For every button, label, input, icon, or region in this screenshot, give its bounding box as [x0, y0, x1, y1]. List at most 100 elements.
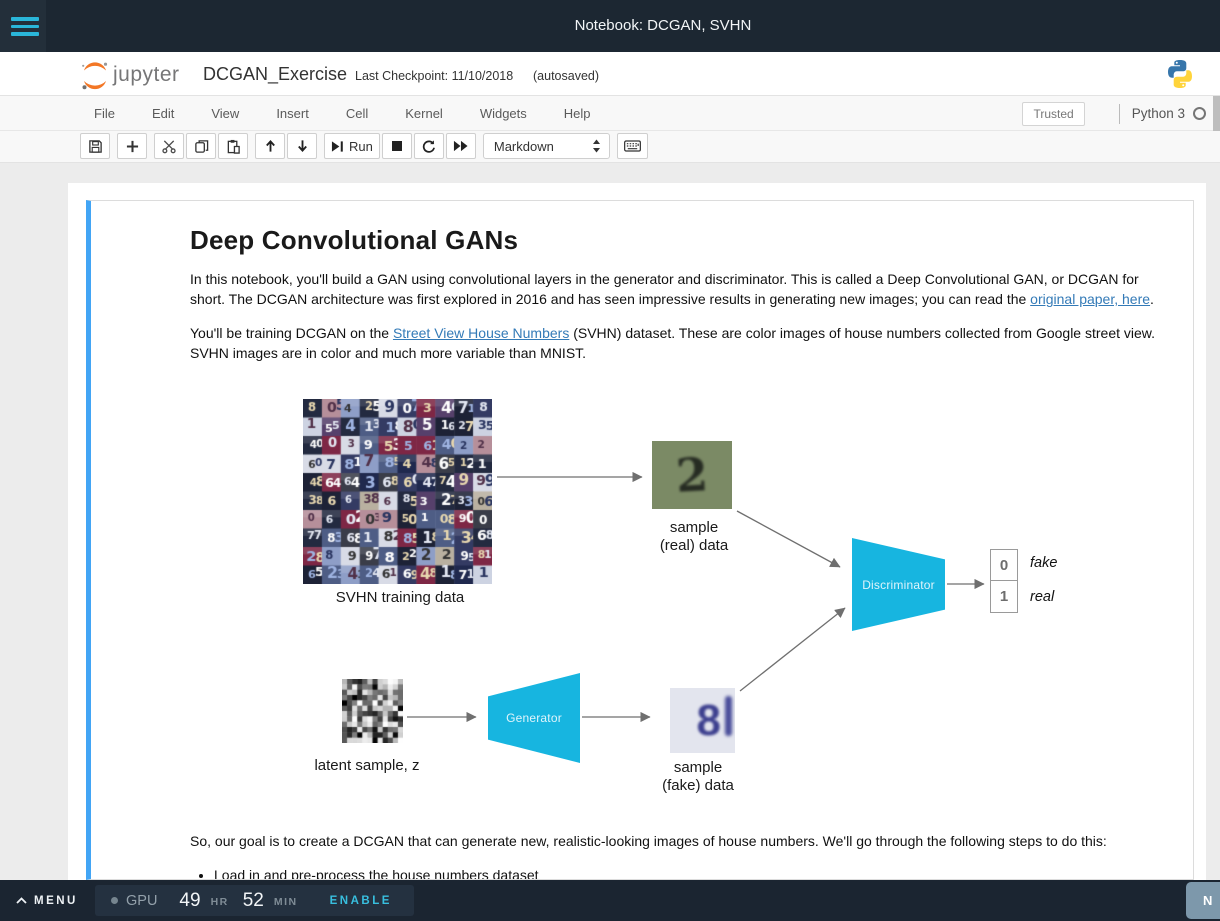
steps-list: Load in and pre-process the house number…: [214, 865, 1163, 879]
fast-forward-icon: [454, 140, 468, 152]
list-item: Load in and pre-process the house number…: [214, 865, 1163, 879]
jupyter-logo-icon: [82, 62, 108, 90]
python-logo-icon: [1168, 60, 1192, 88]
cell-type-value: Markdown: [493, 138, 554, 154]
plus-icon: [126, 140, 138, 152]
cell-paragraph-2: You'll be training DCGAN on the Street V…: [190, 325, 1156, 361]
trusted-badge[interactable]: Trusted: [1022, 101, 1085, 126]
top-app-bar: Notebook: DCGAN, SVHN: [0, 0, 1220, 52]
menu-cell[interactable]: Cell: [345, 106, 369, 121]
arrow-down-icon: [297, 140, 307, 153]
menu-widgets[interactable]: Widgets: [479, 106, 527, 121]
autosaved-text: (autosaved): [533, 69, 600, 83]
menu-kernel[interactable]: Kernel: [405, 106, 443, 121]
run-label: Run: [349, 138, 373, 154]
sample-fake-image: 8: [670, 688, 735, 753]
menu-view[interactable]: View: [211, 106, 240, 121]
menu-file[interactable]: File: [94, 106, 115, 121]
copy-icon: [194, 139, 208, 153]
generator-label: Generator: [506, 711, 562, 725]
selected-markdown-cell[interactable]: Deep Convolutional GANs In this notebook…: [86, 200, 1194, 880]
svhn-training-grid-image: [303, 399, 492, 584]
next-button[interactable]: N: [1186, 882, 1220, 919]
arrow-up-icon: [265, 139, 275, 152]
run-icon: [331, 140, 343, 152]
cell-type-dropdown[interactable]: Markdown: [482, 133, 610, 159]
gan-diagram-image: SVHN training data 2 sample (real) data …: [300, 393, 1060, 813]
interrupt-kernel-button[interactable]: [381, 133, 412, 159]
latent-caption: latent sample, z: [314, 757, 420, 774]
real-digit: 2: [674, 447, 710, 503]
gpu-hours-unit: HR: [210, 896, 229, 908]
sample-real-caption-line1: sample: [669, 519, 719, 536]
kernel-name: Python 3: [1131, 106, 1185, 121]
fake-output-label: fake: [1030, 555, 1058, 571]
svhn-grid-caption: SVHN training data: [335, 589, 465, 606]
menu-bar: File Edit View Insert Cell Kernel Widget…: [0, 96, 1220, 131]
move-cell-down-button[interactable]: [287, 133, 317, 159]
output-cell-0: 0: [990, 549, 1018, 581]
menu-edit[interactable]: Edit: [151, 106, 175, 121]
copy-cell-button[interactable]: [186, 133, 216, 159]
diagram-arrows: [407, 471, 985, 723]
hyperlink[interactable]: Street View House Numbers: [392, 325, 570, 341]
keyboard-icon: [623, 140, 641, 152]
scrollbar[interactable]: [1213, 96, 1220, 163]
kernel-status-icon: [1193, 107, 1206, 120]
gpu-minutes-value: 52: [242, 889, 264, 911]
chevron-up-icon: [16, 897, 27, 904]
gpu-hours-value: 49: [179, 889, 201, 911]
jupyter-header: jupyter DCGAN_Exercise Last Checkpoint: …: [0, 52, 1220, 96]
cell-heading: Deep Convolutional GANs: [190, 225, 519, 255]
last-checkpoint-text: Last Checkpoint: 11/10/2018: [355, 69, 514, 83]
real-output-label: real: [1030, 589, 1055, 605]
gpu-usage-widget: GPU 49 HR 52 MIN ENABLE: [95, 885, 414, 916]
notebook-page: Deep Convolutional GANs In this notebook…: [68, 183, 1206, 880]
save-icon: [88, 139, 102, 153]
fake-digit: 8: [696, 695, 721, 745]
stop-icon: [391, 141, 402, 151]
output-cell-1: 1: [990, 581, 1018, 613]
discriminator-label: Discriminator: [862, 577, 935, 592]
move-cell-up-button[interactable]: [255, 133, 285, 159]
sample-real-image: 2: [652, 441, 732, 509]
dropdown-arrows-icon: [592, 139, 600, 153]
paste-icon: [227, 139, 240, 154]
hamburger-menu-icon[interactable]: [11, 17, 39, 36]
scissors-icon: [162, 139, 176, 153]
sample-fake-caption-line2: (fake) data: [662, 777, 734, 794]
notebook-title[interactable]: DCGAN_Exercise: [203, 64, 348, 84]
command-palette-button[interactable]: [616, 133, 648, 159]
menu-help[interactable]: Help: [563, 106, 591, 121]
bottom-status-bar: MENU GPU 49 HR 52 MIN ENABLE N: [0, 880, 1220, 921]
jupyter-logo-text: jupyter: [113, 63, 180, 86]
gpu-minutes-unit: MIN: [273, 896, 298, 908]
restart-run-all-button[interactable]: [445, 133, 476, 159]
save-button[interactable]: [80, 133, 110, 159]
cell-paragraph-3: So, our goal is to create a DCGAN that c…: [190, 833, 1107, 849]
notebook-toolbar: Run Markdown: [0, 131, 1220, 163]
footer-menu-button[interactable]: MENU: [16, 880, 78, 921]
cut-cell-button[interactable]: [154, 133, 184, 159]
notebook-scroll-area[interactable]: Deep Convolutional GANs In this notebook…: [0, 163, 1220, 880]
add-cell-button[interactable]: [117, 133, 147, 159]
divider: [1118, 103, 1120, 124]
paste-cell-button[interactable]: [218, 133, 248, 159]
footer-menu-label: MENU: [34, 894, 78, 907]
hyperlink[interactable]: original paper, here: [1030, 291, 1151, 307]
gpu-enable-button[interactable]: ENABLE: [329, 894, 392, 907]
cell-paragraph-1: In this notebook, you'll build a GAN usi…: [190, 271, 1154, 307]
restart-kernel-button[interactable]: [413, 133, 444, 159]
sample-fake-caption-line1: sample: [673, 759, 723, 776]
jupyter-logo[interactable]: jupyter: [80, 60, 190, 90]
gpu-status-dot-icon: [111, 897, 118, 904]
output-box: 0 1: [990, 549, 1018, 613]
restart-icon: [422, 140, 435, 153]
app-title: Notebook: DCGAN, SVHN: [574, 17, 752, 34]
latent-noise-image: [342, 679, 403, 743]
gpu-label: GPU: [126, 892, 158, 909]
sample-real-caption-line2: (real) data: [659, 537, 729, 554]
fake-digit-partial: [725, 696, 732, 736]
menu-insert[interactable]: Insert: [276, 106, 309, 121]
run-cell-button[interactable]: Run: [324, 133, 380, 159]
